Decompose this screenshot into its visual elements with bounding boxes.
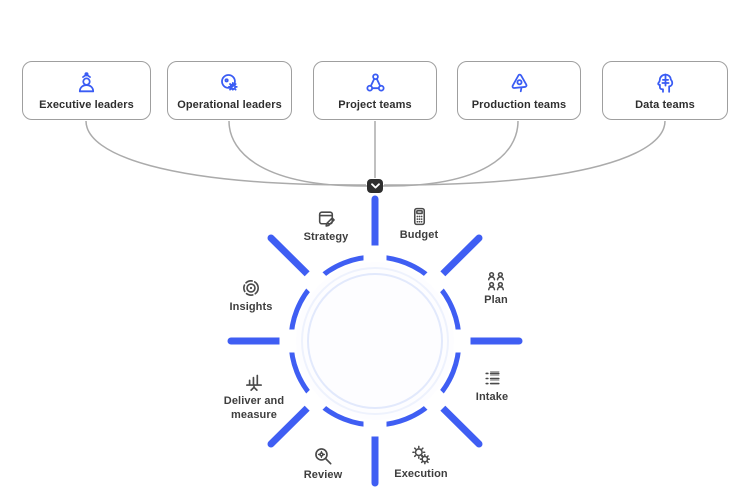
source-box-executive-leaders: Executive leaders <box>22 61 151 120</box>
stage-review: Review <box>278 445 368 483</box>
project-teams-icon <box>363 71 388 96</box>
source-box-label: Project teams <box>338 98 412 111</box>
stage-insights: Insights <box>206 277 296 315</box>
stage-label: Insights <box>229 301 273 313</box>
source-box-production-teams: Production teams <box>457 61 581 120</box>
stage-label: Plan <box>484 294 508 306</box>
source-box-data-teams: Data teams <box>602 61 728 120</box>
source-box-label: Operational leaders <box>177 98 282 111</box>
stage-execution: Execution <box>376 444 466 482</box>
hub-face <box>296 262 454 420</box>
execution-icon <box>410 444 432 466</box>
budget-icon <box>409 206 430 227</box>
source-box-project-teams: Project teams <box>313 61 437 120</box>
source-box-label: Data teams <box>635 98 695 111</box>
stage-label: Budget <box>399 229 439 241</box>
insights-icon <box>240 277 262 299</box>
review-icon <box>312 445 334 467</box>
stage-label: Review <box>303 469 343 481</box>
strategy-icon <box>316 208 337 229</box>
plan-icon <box>485 270 507 292</box>
executive-leaders-icon <box>74 71 99 96</box>
stage-budget: Budget <box>374 206 464 243</box>
stage-deliver-and-measure: Deliver and measure <box>214 371 294 423</box>
stage-strategy: Strategy <box>281 208 371 245</box>
production-teams-icon <box>507 71 532 96</box>
stage-label: Execution <box>394 468 448 480</box>
hub-inner-ring <box>307 273 443 409</box>
stage-label: Deliver and measure <box>223 395 285 421</box>
stage-plan: Plan <box>451 270 541 308</box>
stage-label: Intake <box>475 391 509 403</box>
source-box-label: Executive leaders <box>39 98 134 111</box>
stage-label: Strategy <box>303 231 349 243</box>
hub-inner-ring-outer <box>301 267 449 415</box>
deliver-and-measure-icon <box>243 371 265 393</box>
chevron-down-icon <box>367 179 383 193</box>
connector-lines <box>85 120 666 187</box>
stage-intake: Intake <box>447 368 537 405</box>
source-box-label: Production teams <box>471 98 567 111</box>
source-box-operational-leaders: Operational leaders <box>167 61 292 120</box>
data-teams-icon <box>653 71 678 96</box>
intake-icon <box>482 368 503 389</box>
operational-leaders-icon <box>217 71 242 96</box>
